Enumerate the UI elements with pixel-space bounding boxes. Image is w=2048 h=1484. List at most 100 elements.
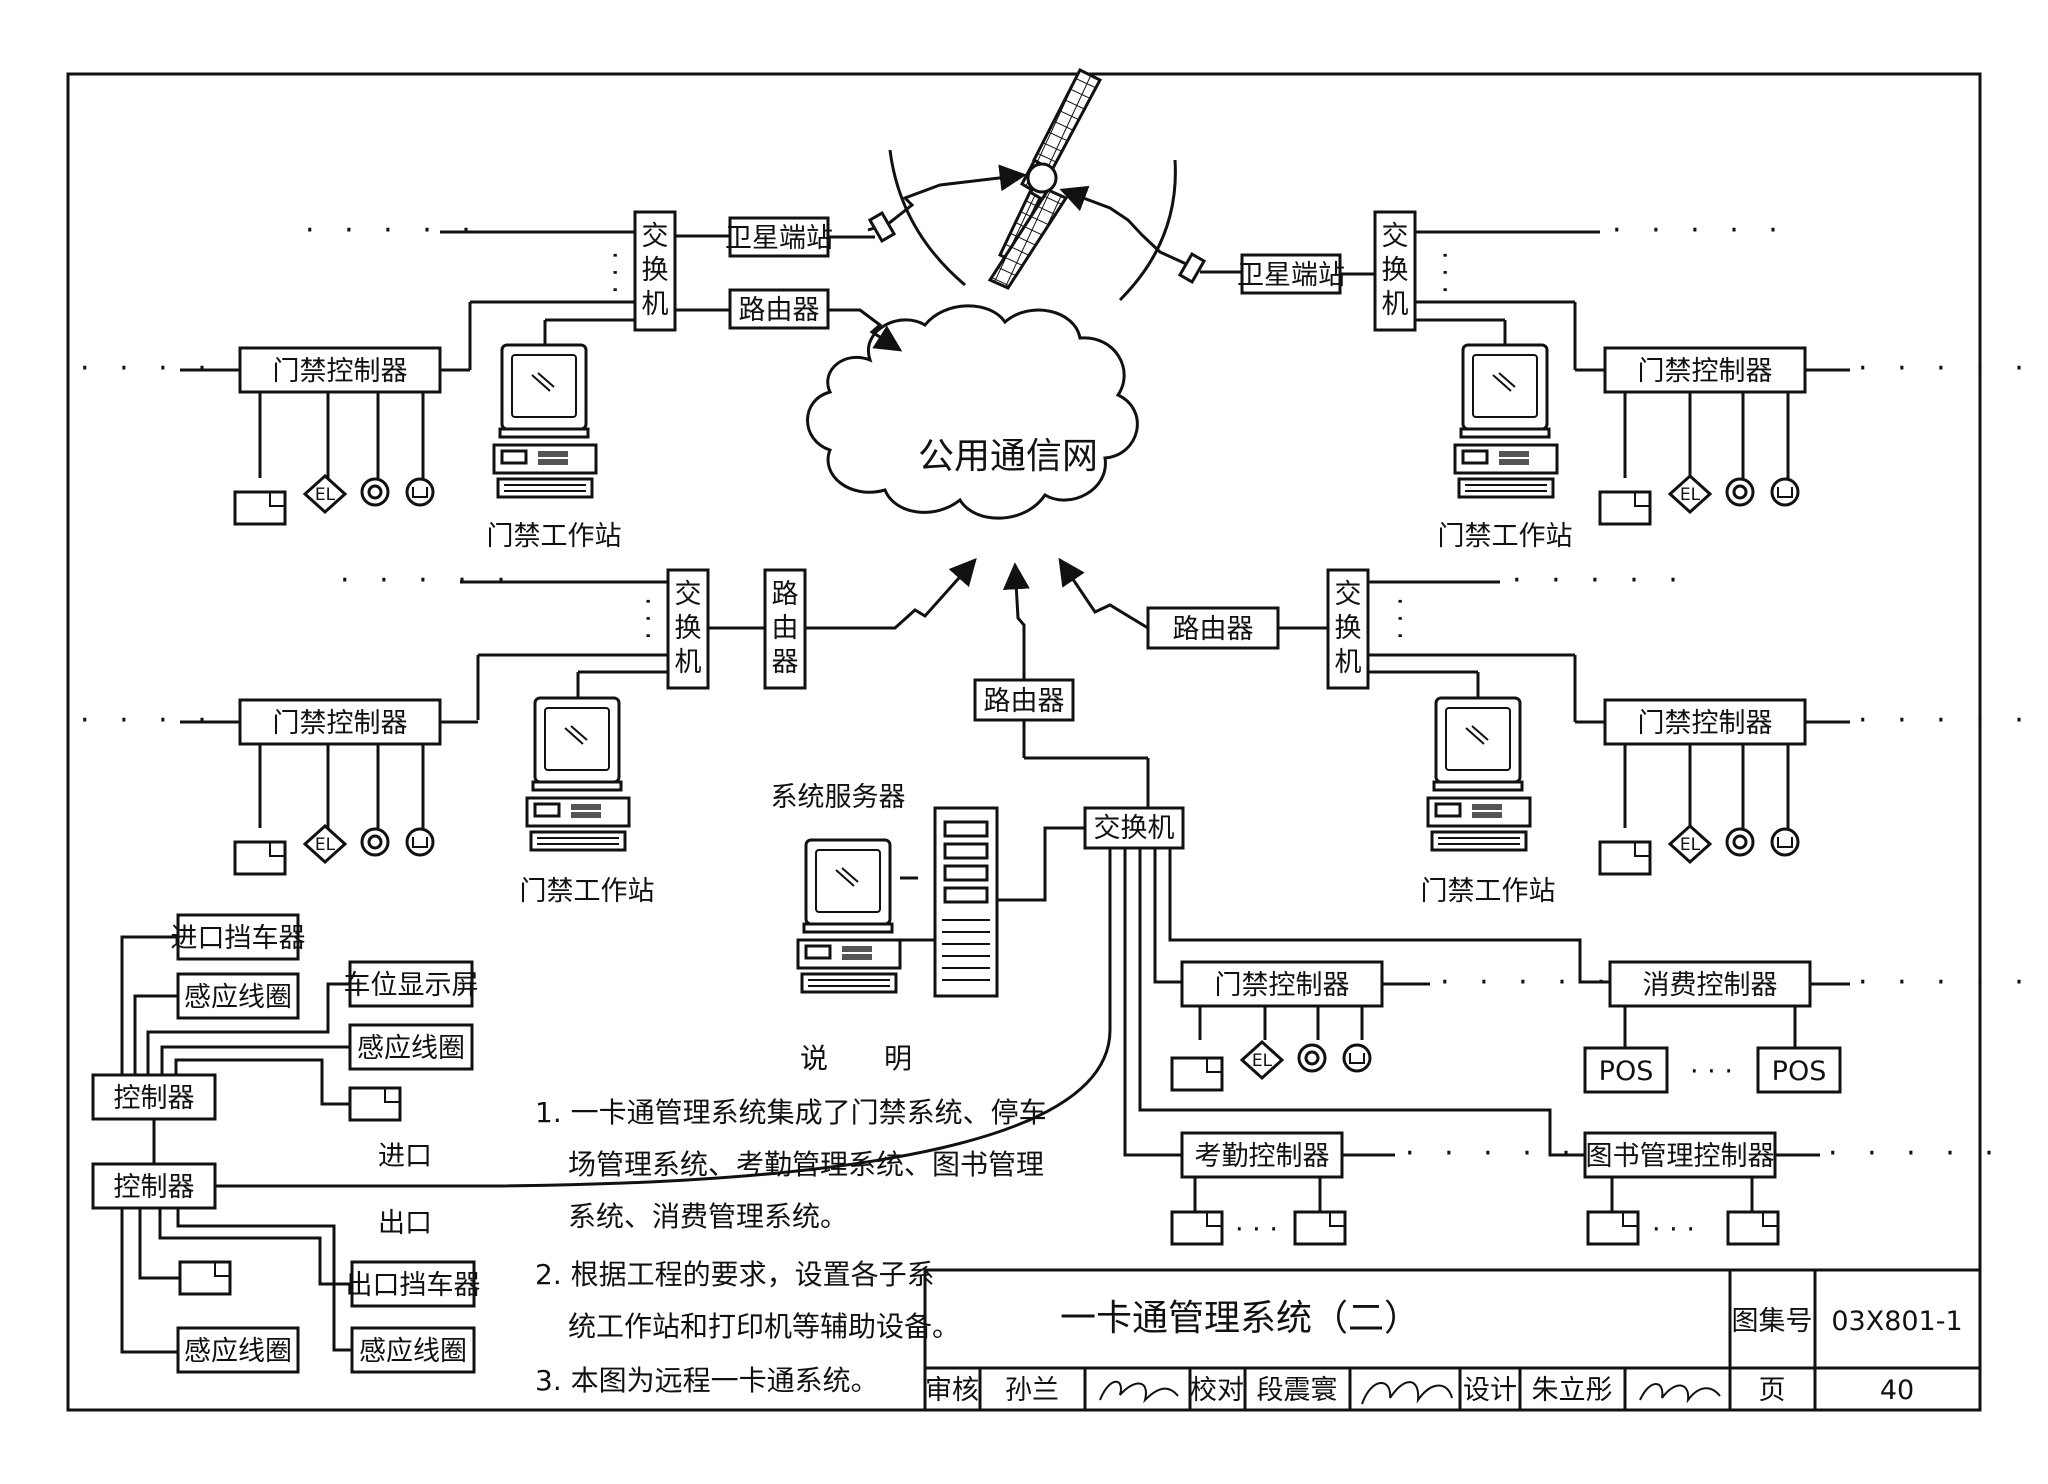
switch-label: 交换机: [1094, 813, 1175, 844]
switch-label: 交换机: [675, 579, 702, 678]
satellite-station-box: [1240, 253, 1342, 295]
pos-box: [1756, 1046, 1842, 1094]
door-controller-label: 门禁控制器: [1638, 356, 1773, 387]
induction-loop-label: 感应线圈: [184, 982, 292, 1013]
note-line: 统工作站和打印机等辅助设备。: [568, 1310, 960, 1343]
center-system: 路由器 交换机 系统服务器: [771, 562, 1185, 998]
reviewer-signature: [1099, 1380, 1179, 1404]
checker-signature: [1361, 1381, 1453, 1405]
continuation-dots: · · · · ·: [1512, 563, 1688, 598]
branch-middle-right: · · · · · · · · 交换机 路由器 门禁控制器 · · · · · …: [1058, 557, 2024, 907]
router-label: 路由器: [1173, 614, 1254, 645]
branch-middle-left: · · · · · · · · 交换机 路由器 · · · · · 门禁控制器 …: [80, 557, 977, 907]
satellite-station-label: 卫星端站: [1237, 260, 1345, 291]
induction-loop-box: [176, 972, 300, 1020]
continuation-dots: · · · · ·: [1612, 213, 1788, 248]
continuation-dots: · · ·: [1652, 1214, 1695, 1245]
space-display-box: [348, 960, 474, 1008]
el-label: EL: [1680, 835, 1701, 855]
door-controller-box: [1603, 698, 1807, 746]
induction-loop-label: 感应线圈: [357, 1033, 465, 1064]
branch-bottom-door: 门禁控制器 · · · · · EL: [1170, 960, 1616, 1092]
note-line: 1. 一卡通管理系统集成了门禁系统、停车: [535, 1096, 1047, 1129]
notes: 说 明 1. 一卡通管理系统集成了门禁系统、停车 场管理系统、考勤管理系统、图书…: [535, 1042, 1047, 1397]
entry-barrier-box: [176, 913, 300, 961]
continuation-dots: · · · · ·: [1440, 965, 1616, 1000]
branch-top-right: · · · · · · · · 交换机 卫星端站 门禁控制器 · · · · ·…: [1200, 210, 2034, 552]
switch-label: 交换机: [642, 221, 669, 320]
pos-label: POS: [1772, 1056, 1827, 1087]
space-display-label: 车位显示屏: [344, 970, 479, 1001]
branch-library: 图书管理控制器 · · · · · · · ·: [1583, 1131, 2004, 1246]
entry-label: 进口: [378, 1141, 432, 1172]
el-label: EL: [1680, 485, 1701, 505]
door-controller-label: 门禁控制器: [273, 356, 408, 387]
router-label: 路由器: [739, 295, 820, 326]
controller-label: 控制器: [114, 1172, 195, 1203]
design-label: 设计: [1463, 1375, 1517, 1406]
door-controller-label: 门禁控制器: [273, 708, 408, 739]
switch-label: 交换机: [1382, 221, 1409, 320]
exit-label: 出口: [378, 1208, 432, 1239]
satellite: [987, 67, 1103, 290]
designer-signature: [1639, 1383, 1721, 1404]
router-label: 路由器: [984, 686, 1065, 717]
continuation-dots: · · ·: [632, 597, 663, 640]
reviewer-name: 孙兰: [1005, 1375, 1059, 1406]
door-controller-label: 门禁控制器: [1638, 708, 1773, 739]
consumption-controller-label: 消费控制器: [1643, 970, 1778, 1001]
router-box: [763, 568, 807, 690]
public-network-label: 公用通信网: [918, 436, 1098, 477]
note-line: 系统、消费管理系统。: [568, 1200, 848, 1233]
page-number: 40: [1880, 1375, 1914, 1406]
center-bus: [215, 848, 1610, 1188]
continuation-dots: · · · · ·: [1858, 351, 2034, 386]
continuation-dots: · · · · ·: [1858, 965, 2034, 1000]
page-label: 页: [1759, 1375, 1786, 1406]
branch-attendance: 考勤控制器 · · · · · · · ·: [1170, 1131, 1581, 1246]
exit-barrier-box: [350, 1260, 476, 1308]
continuation-dots: · · ·: [1384, 597, 1415, 640]
parking-system: 进口挡车器 感应线圈 车位显示屏 感应线圈 控制器 进口 控制器 出口 出口挡车…: [91, 913, 481, 1374]
controller-box: [91, 1162, 217, 1210]
door-controller-box: [1603, 346, 1807, 394]
note-line: 场管理系统、考勤管理系统、图书管理: [568, 1148, 1044, 1181]
library-controller-label: 图书管理控制器: [1586, 1141, 1775, 1172]
exit-barrier-label: 出口挡车器: [346, 1270, 481, 1301]
induction-loop-label: 感应线圈: [184, 1336, 292, 1367]
server-tower-icon: [933, 806, 999, 998]
induction-loop-label: 感应线圈: [359, 1336, 467, 1367]
public-network-cloud: 公用通信网: [806, 304, 1139, 520]
switch-box: [1083, 806, 1185, 850]
workstation-label: 门禁工作站: [1438, 521, 1573, 552]
branch-consumption: 消费控制器 · · · · · POS · · · POS: [1583, 960, 2034, 1094]
workstation-label: 门禁工作站: [487, 521, 622, 552]
door-controller-box: [238, 346, 442, 394]
title-block: 一卡通管理系统（二） 图集号 03X801-1 审核 孙兰 校对 段震寰 设计 …: [923, 1268, 1982, 1412]
drawing-title: 一卡通管理系统（二）: [1060, 1298, 1420, 1339]
controller-box: [91, 1073, 217, 1121]
el-label: EL: [315, 485, 336, 505]
branch-top-left: · · · · · · · · 交换机 卫星端站 路由器 · · · · · 门…: [80, 210, 903, 552]
continuation-dots: · · ·: [1690, 1056, 1733, 1087]
router-box: [973, 678, 1075, 722]
continuation-dots: · · · · ·: [1828, 1136, 2004, 1171]
pos-box: [1583, 1046, 1669, 1094]
el-label: EL: [1252, 1051, 1273, 1071]
continuation-dots: · · · · ·: [1405, 1136, 1581, 1171]
continuation-dots: · · ·: [599, 251, 630, 294]
review-label: 审核: [925, 1375, 979, 1406]
checker-name: 段震寰: [1257, 1375, 1338, 1406]
router-label: 路由器: [772, 579, 799, 678]
pos-label: POS: [1599, 1056, 1654, 1087]
atlas-number: 03X801-1: [1831, 1306, 1962, 1337]
attendance-controller-label: 考勤控制器: [1195, 1141, 1330, 1172]
induction-loop-box: [176, 1326, 300, 1374]
controller-label: 控制器: [114, 1083, 195, 1114]
satellite-station-label: 卫星端站: [725, 223, 833, 254]
workstation-label: 门禁工作站: [520, 876, 655, 907]
workstation-label: 门禁工作站: [1421, 876, 1556, 907]
switch-box: [633, 210, 677, 332]
designer-name: 朱立彤: [1532, 1375, 1613, 1406]
induction-loop-box: [350, 1326, 476, 1374]
